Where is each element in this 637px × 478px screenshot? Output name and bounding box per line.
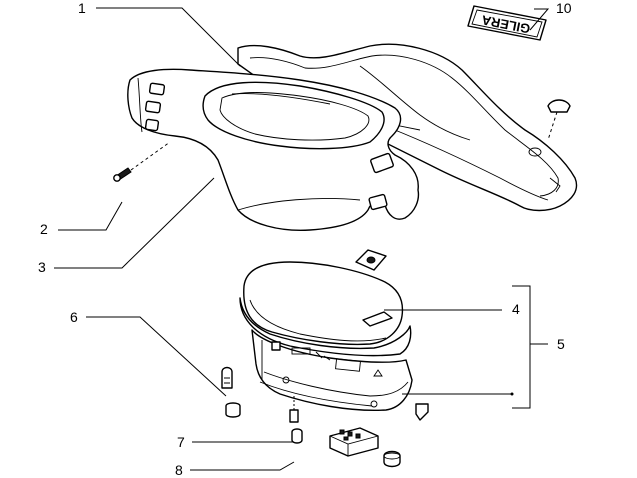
bracket-5: [512, 285, 548, 409]
callout-6: 6: [70, 309, 78, 325]
callout-1: 1: [78, 0, 86, 16]
grommet-bottom: [383, 450, 401, 468]
callout-4: 4: [512, 301, 520, 317]
retaining-clip: [355, 249, 387, 271]
bulb-part-6: [221, 366, 241, 418]
callout-7: 7: [177, 434, 185, 450]
callout-10: 10: [556, 0, 572, 16]
gilera-badge: GILERA: [467, 5, 547, 41]
callout-8: 8: [175, 462, 183, 478]
leader-6: [86, 316, 227, 397]
grommet-rear-cover: [547, 99, 571, 141]
callout-5: 5: [557, 336, 565, 352]
leader-10: [529, 8, 550, 31]
connector-block: [329, 427, 379, 457]
callout-3: 3: [38, 259, 46, 275]
leader-3: [54, 177, 215, 269]
front-handlebar-cover: [127, 68, 420, 232]
leader-2: [58, 201, 123, 231]
leader-1: [96, 7, 241, 67]
leader-8: [190, 461, 295, 471]
callout-2: 2: [40, 221, 48, 237]
screw-part-2: [113, 141, 171, 182]
leader-lines: [54, 7, 550, 471]
instrument-cluster: [239, 261, 413, 412]
